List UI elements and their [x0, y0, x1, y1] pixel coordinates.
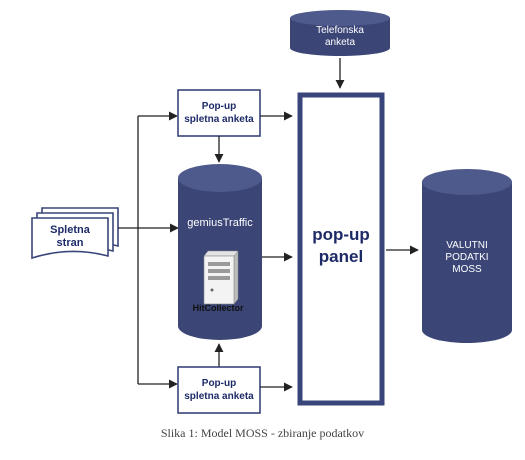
telephone-survey-cylinder: Telefonska anketa: [290, 10, 390, 56]
popup-top-line2: spletna anketa: [184, 114, 254, 125]
popup-top-line1: Pop-up: [202, 101, 236, 112]
web-page-document-stack: Spletna stran: [31, 207, 119, 260]
popup-survey-top-box: Pop-up spletna anketa: [177, 89, 261, 137]
hitcollector-label: HitCollector: [192, 303, 244, 313]
panel-line2: panel: [319, 247, 363, 266]
popup-survey-bottom-box: Pop-up spletna anketa: [177, 366, 261, 414]
valutni-line2: PODATKI: [445, 252, 488, 263]
valutni-line1: VALUTNI: [446, 240, 488, 251]
valutni-podatki-cylinder: VALUTNI PODATKI MOSS: [422, 169, 512, 343]
figure-caption: Slika 1: Model MOSS - zbiranje podatkov: [160, 426, 365, 440]
telephone-survey-line2: anketa: [325, 37, 355, 48]
web-page-line2: stran: [57, 237, 84, 249]
gemius-traffic-cylinder: gemiusTraffic HitCollector: [178, 164, 262, 340]
server-icon: [203, 250, 239, 305]
telephone-survey-line1: Telefonska: [316, 25, 364, 36]
popup-panel-box: pop-up panel: [297, 92, 385, 406]
panel-line1: pop-up: [312, 225, 370, 244]
popup-bottom-line1: Pop-up: [202, 378, 236, 389]
gemius-title: gemiusTraffic: [187, 217, 253, 229]
web-page-line1: Spletna: [50, 224, 91, 236]
valutni-line3: MOSS: [452, 264, 482, 275]
popup-bottom-line2: spletna anketa: [184, 391, 254, 402]
